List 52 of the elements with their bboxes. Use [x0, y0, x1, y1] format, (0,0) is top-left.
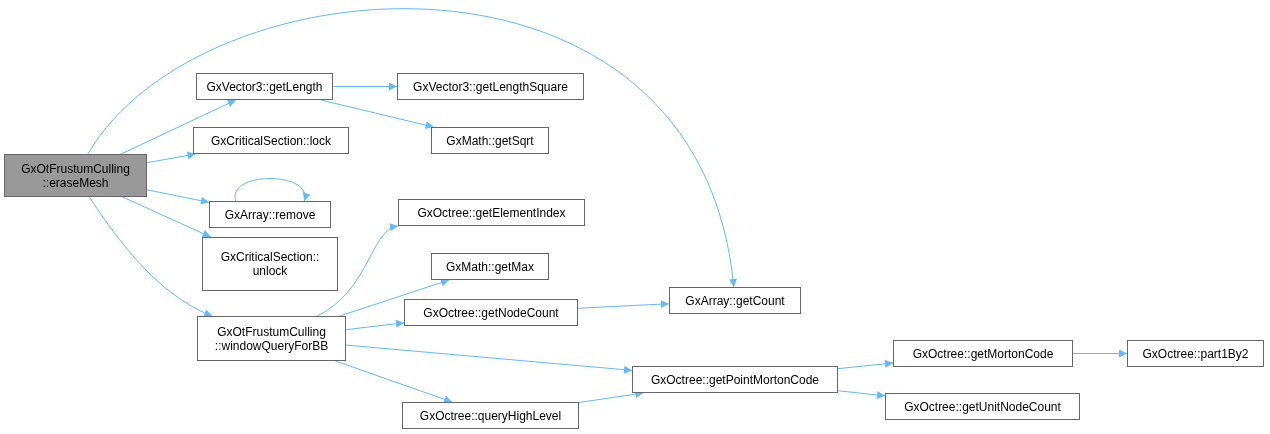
call-arrow — [316, 224, 399, 317]
call-arrow — [332, 82, 398, 91]
call-arrow — [345, 319, 405, 331]
function-name: GxVector3::getLengthSquare — [413, 79, 568, 94]
function-box — [893, 340, 1073, 367]
function-name: GxCriticalSection:: unlock — [219, 250, 321, 278]
call-arrow — [335, 360, 453, 404]
function-name: GxArray::remove — [224, 207, 316, 222]
function-name: GxMath::getSqrt — [446, 133, 534, 148]
function-box — [404, 299, 578, 326]
call-arrow — [88, 196, 213, 317]
function-box — [209, 201, 331, 228]
function-box — [193, 127, 349, 154]
function-name: GxOctree::queryHighLevel — [419, 408, 562, 423]
call-arrow — [146, 189, 210, 205]
function-name: GxOctree::part1By2 — [1142, 346, 1249, 361]
call-arrow — [1072, 349, 1128, 358]
call-arrow — [320, 99, 435, 130]
function-box — [669, 287, 801, 314]
function-box — [397, 73, 584, 100]
function-name: GxOctree::getNodeCount — [423, 305, 559, 320]
call-arrow — [87, 9, 736, 288]
call-arrow — [577, 300, 670, 309]
function-box — [431, 253, 549, 280]
function-box — [202, 237, 338, 291]
function-box — [4, 154, 147, 197]
function-box — [402, 402, 579, 429]
call-arrow — [837, 359, 894, 370]
function-box — [431, 127, 549, 154]
call-arrow — [339, 278, 450, 317]
function-name: GxOctree::getUnitNodeCount — [904, 399, 1061, 414]
function-box — [398, 199, 585, 226]
call-arrow — [146, 151, 197, 164]
function-box — [196, 73, 333, 100]
function-box — [632, 366, 838, 393]
function-name: GxOtFrustumCulling ::eraseMesh — [20, 161, 131, 190]
function-box — [1127, 340, 1264, 367]
function-box — [885, 393, 1080, 420]
function-name: GxOctree::getMortonCode — [912, 346, 1054, 361]
call-arrow — [345, 344, 633, 374]
call-arrow — [120, 99, 237, 155]
function-name: GxOctree::getElementIndex — [417, 205, 566, 220]
function-name: GxArray::getCount — [685, 293, 785, 308]
function-box — [197, 316, 346, 361]
call-arrow — [837, 390, 886, 399]
function-name: GxOtFrustumCulling ::windowQueryForBB — [213, 324, 330, 353]
function-name: GxCriticalSection::lock — [210, 133, 331, 148]
call-arrow — [122, 196, 212, 238]
call-arrow — [234, 178, 309, 202]
function-name: GxMath::getMax — [446, 259, 534, 274]
function-name: GxOctree::getPointMortonCode — [650, 372, 820, 387]
function-name: GxVector3::getLength — [206, 79, 323, 94]
